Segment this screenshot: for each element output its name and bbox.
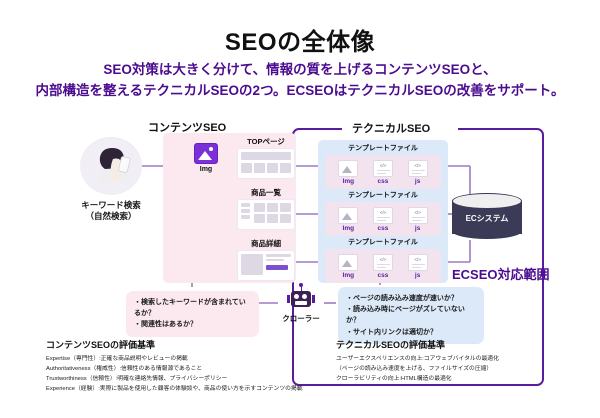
page-card-product-list: 商品一覧 <box>238 187 294 229</box>
subtitle-line-1: SEO対策は大きく分けて、情報の質を上げるコンテンツSEOと、 <box>103 62 497 77</box>
template-item-img-label: Img <box>342 224 355 232</box>
image-icon-sun <box>209 147 213 151</box>
keyword-search-label-line1: キーワード検索 <box>81 200 141 210</box>
js-file-icon: </> <box>407 159 428 177</box>
technical-criteria-line-1: ユーザーエクスペリエンスの向上:コアウェブバイタルの最適化 <box>336 356 499 362</box>
template-item-js: </> js <box>405 253 431 279</box>
technical-seo-criteria: テクニカルSEOの評価基準 ユーザーエクスペリエンスの向上:コアウェブバイタルの… <box>336 338 499 384</box>
template-item-img: Img <box>335 206 361 232</box>
content-seo-criteria: コンテンツSEOの評価基準 Expertise（専門性）:正確な商品説明やレビュ… <box>46 338 303 395</box>
page-card-product-detail-label: 商品詳細 <box>251 239 281 248</box>
template-item-css-label: css <box>377 177 389 185</box>
robot-eye-left <box>294 294 299 299</box>
subtitle-line-2: 内部構造を整えるテクニカルSEOの2つ。ECSEOはテクニカルSEOの改善をサポ… <box>35 82 565 98</box>
database-cylinder-icon: ECシステム <box>452 193 522 241</box>
template-item-img-label: Img <box>342 271 355 279</box>
page-card-product-detail: 商品詳細 <box>238 238 294 280</box>
keyword-search-user: キーワード検索 （自然検索） <box>68 137 154 223</box>
image-icon <box>194 143 218 164</box>
template-item-js-label: js <box>414 177 421 185</box>
image-file-icon <box>338 253 359 271</box>
keyword-search-label: キーワード検索 （自然検索） <box>68 200 154 223</box>
css-file-icon: </> <box>372 159 393 177</box>
robot-antenna-dot <box>299 283 303 287</box>
template-item-img: Img <box>335 253 361 279</box>
content-criteria-line-4: Experience（経験）:実際に製品を使用した顧客の体験談や、商品の使い方を… <box>46 386 303 393</box>
template-item-js: </> js <box>405 159 431 185</box>
robot-arm-right <box>312 295 315 303</box>
template-item-js-label: js <box>414 224 421 232</box>
template-file-card: テンプレートファイル Img </> css </> js <box>325 143 441 189</box>
template-item-css: </> css <box>370 253 396 279</box>
page-card-top: TOPページ <box>238 136 294 178</box>
template-item-img: Img <box>335 159 361 185</box>
section-label-technical-seo: テクニカルSEO <box>352 123 431 135</box>
section-label-content-seo: コンテンツSEO <box>148 122 227 134</box>
technical-criteria-line-3: クローラビリティの向上:HTML構造の最適化 <box>336 376 452 383</box>
crawler-label: クローラー <box>282 314 320 323</box>
page-card-top-label: TOPページ <box>247 137 285 146</box>
robot-eye-right <box>302 294 307 299</box>
template-file-card-label: テンプレートファイル <box>348 192 418 199</box>
technical-callout-line-2: ・読み込み時にページがズレていないか？ <box>346 306 465 325</box>
template-item-css-label: css <box>377 224 389 232</box>
ec-system-label: ECシステム <box>465 214 509 223</box>
template-item-css-label: css <box>377 271 389 279</box>
bracket-label-gap <box>342 121 458 136</box>
content-criteria-line-2: Authoritativeness（権威性）:信頼性のある情報源であること <box>46 366 203 373</box>
technical-criteria-heading: テクニカルSEOの評価基準 <box>336 340 446 350</box>
robot-arm-left <box>287 295 290 303</box>
robot-head <box>291 291 311 307</box>
css-file-icon: </> <box>372 253 393 271</box>
js-file-icon: </> <box>407 206 428 224</box>
css-file-icon: </> <box>372 206 393 224</box>
template-item-css: </> css <box>370 159 396 185</box>
content-callout-line-1: ・検索したキーワードが含まれているか？ <box>134 299 246 318</box>
robot-icon <box>287 283 315 310</box>
person-with-phone-icon <box>80 137 142 195</box>
image-icon-mountain <box>198 151 212 160</box>
template-file-card: テンプレートファイル Img </> css </> js <box>325 237 441 283</box>
page-thumbnail-icon <box>238 200 294 229</box>
content-criteria-heading: コンテンツSEOの評価基準 <box>46 340 156 350</box>
keyword-search-label-line2: （自然検索） <box>85 211 137 222</box>
template-file-card-label: テンプレートファイル <box>348 145 418 152</box>
template-item-js: </> js <box>405 206 431 232</box>
crawler-node: クローラー <box>281 283 321 324</box>
image-file-icon <box>338 159 359 177</box>
img-node: Img <box>190 143 222 173</box>
image-file-icon <box>338 206 359 224</box>
template-item-js-label: js <box>414 271 421 279</box>
db-top <box>452 193 522 209</box>
technical-seo-callout: ・ページの読み込み速度が速いか？ ・読み込み時にページがズレていないか？ ・サイ… <box>338 287 484 344</box>
technical-callout-line-3: ・サイト内リンクは適切か？ <box>346 328 437 336</box>
technical-criteria-line-2: （ページの読み込み速度を上げる、ファイルサイズの圧縮） <box>336 366 493 373</box>
page-thumbnail-icon <box>238 251 294 280</box>
template-item-css: </> css <box>370 206 396 232</box>
template-item-img-label: Img <box>342 177 355 185</box>
page-card-product-list-label: 商品一覧 <box>251 188 281 197</box>
db-bottom <box>452 223 522 239</box>
template-file-card-label: テンプレートファイル <box>348 239 418 246</box>
content-criteria-line-3: Trustworthiness（信頼性）:明確な連絡先情報、プライバシーポリシー <box>46 376 228 383</box>
page-title: SEOの全体像 <box>224 29 376 56</box>
js-file-icon: </> <box>407 253 428 271</box>
ecseo-scope-label: ECSEO対応範囲 <box>452 267 550 282</box>
page-subtitle: SEO対策は大きく分けて、情報の質を上げるコンテンツSEOと、 内部構造を整える… <box>0 60 600 102</box>
content-criteria-line-1: Expertise（専門性）:正確な商品説明やレビューの掲載 <box>46 356 188 362</box>
robot-mouth <box>295 301 307 305</box>
img-node-caption: Img <box>199 166 213 173</box>
content-callout-line-2: ・関連性はあるか？ <box>134 321 197 329</box>
technical-callout-line-1: ・ページの読み込み速度が速いか？ <box>346 295 458 302</box>
template-file-card: テンプレートファイル Img </> css </> js <box>325 190 441 236</box>
page-thumbnail-icon <box>238 149 294 178</box>
content-seo-callout: ・検索したキーワードが含まれているか？ ・関連性はあるか？ <box>126 291 259 337</box>
robot-antenna <box>300 287 302 291</box>
